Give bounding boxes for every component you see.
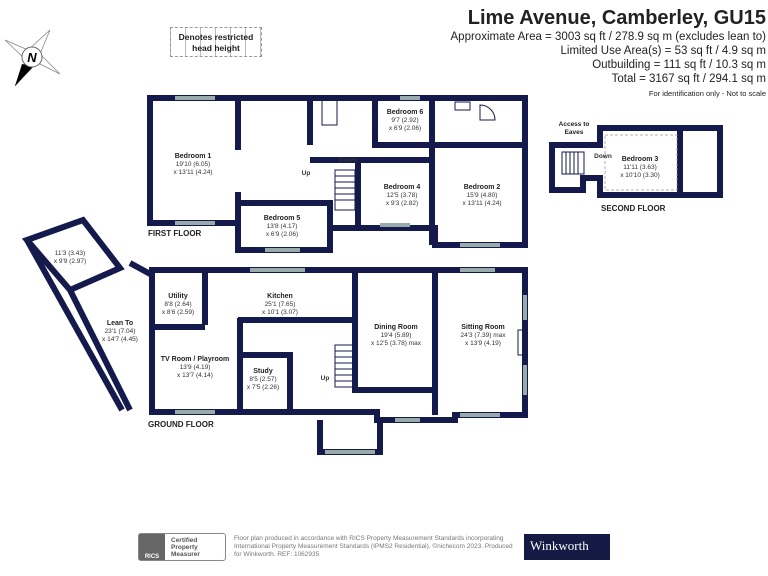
outbuilding-dim2: x 9'9 (2.97) bbox=[54, 258, 86, 265]
dining-dim2: x 12'5 (3.78) max bbox=[371, 340, 422, 347]
bedroom2-dim1: 15'9 (4.80) bbox=[467, 192, 498, 199]
tvroom-name: TV Room / Playroom bbox=[161, 356, 229, 363]
dining-dim1: 19'4 (5.89) bbox=[381, 332, 412, 339]
sitting-name: Sitting Room bbox=[461, 324, 505, 331]
bedroom6-name: Bedroom 6 bbox=[387, 109, 424, 116]
header: Lime Avenue, Camberley, GU15 Approximate… bbox=[451, 6, 766, 100]
bedroom5-dim1: 13'8 (4.17) bbox=[267, 223, 298, 230]
second-floor: Bedroom 3 11'11 (3.63) x 10'10 (3.30) Do… bbox=[549, 121, 723, 213]
approx-area: Approximate Area = 3003 sq ft / 278.9 sq… bbox=[450, 31, 766, 43]
stairs-second bbox=[561, 151, 585, 175]
bedroom4-dim2: x 9'3 (2.82) bbox=[386, 200, 418, 207]
outbuilding-dim1: 11'3 (3.43) bbox=[55, 250, 85, 257]
compass-icon: N bbox=[4, 29, 61, 87]
utility-name: Utility bbox=[168, 293, 188, 300]
stairs-ground bbox=[334, 344, 356, 388]
stairs-up-label-ground: Up bbox=[321, 375, 330, 382]
brand-logo: Winkworth bbox=[524, 534, 610, 560]
bedroom3-dim2: x 10'10 (3.30) bbox=[620, 172, 660, 179]
access-to-eaves-label: Access to Eaves bbox=[558, 121, 590, 136]
first-floor-label: FIRST FLOOR bbox=[148, 229, 202, 238]
rics-logo: RICS bbox=[139, 534, 165, 560]
tvroom-dim2: x 13'7 (4.14) bbox=[177, 372, 213, 379]
dining-name: Dining Room bbox=[374, 324, 418, 331]
outbuilding: 11'3 (3.43) x 9'9 (2.97) Lean To 23'1 (7… bbox=[21, 216, 154, 412]
bedroom1-dim1: 19'10 (6.05) bbox=[176, 161, 211, 168]
bedroom2-name: Bedroom 2 bbox=[464, 184, 501, 191]
ground-floor: Utility 8'8 (2.64) x 8'6 (2.59) Kitchen … bbox=[148, 267, 528, 455]
sitting-dim1: 24'3 (7.39) max bbox=[461, 332, 507, 339]
utility-dim1: 8'8 (2.64) bbox=[164, 301, 191, 308]
outbuilding-area: Outbuilding = 111 sq ft / 10.3 sq m bbox=[592, 59, 766, 71]
bedroom6-dim2: x 6'9 (2.06) bbox=[389, 125, 421, 132]
footer: RICS Certified Property Measurer Floor p… bbox=[138, 533, 610, 561]
leanto-dim2: x 14'7 (4.45) bbox=[102, 336, 138, 343]
bedroom3-dim1: 11'11 (3.63) bbox=[623, 164, 657, 171]
kitchen-dim1: 25'1 (7.65) bbox=[265, 301, 296, 308]
bedroom4-name: Bedroom 4 bbox=[384, 184, 421, 191]
stairs-down-label: Down bbox=[339, 157, 357, 164]
kitchen-dim2: x 10'1 (3.07) bbox=[262, 309, 298, 316]
tvroom-dim1: 13'9 (4.19) bbox=[180, 364, 211, 371]
limited-use-area: Limited Use Area(s) = 53 sq ft / 4.9 sq … bbox=[560, 45, 767, 57]
bedroom6-dim1: 9'7 (2.92) bbox=[391, 117, 418, 124]
study-dim1: 8'5 (2.57) bbox=[249, 376, 276, 383]
compass-north-label: N bbox=[27, 50, 37, 65]
leanto-name: Lean To bbox=[107, 320, 133, 327]
bedroom5-name: Bedroom 5 bbox=[264, 215, 301, 222]
bedroom2-dim2: x 13'11 (4.24) bbox=[462, 200, 501, 207]
kitchen-name: Kitchen bbox=[267, 293, 293, 300]
stairs-down-label-second: Down bbox=[594, 153, 612, 160]
first-floor: Bedroom 1 19'10 (6.05) x 13'11 (4.24) Be… bbox=[147, 95, 528, 253]
bedroom5-dim2: x 6'9 (2.06) bbox=[266, 231, 298, 238]
total-area: Total = 3167 sq ft / 294.1 sq m bbox=[611, 73, 766, 85]
bedroom1-dim2: x 13'11 (4.24) bbox=[173, 169, 212, 176]
sitting-dim2: x 13'9 (4.19) bbox=[465, 340, 501, 347]
rics-badge: RICS Certified Property Measurer bbox=[138, 533, 226, 561]
disclaimer: For identification only - Not to scale bbox=[648, 89, 766, 98]
study-dim2: x 7'5 (2.26) bbox=[247, 384, 279, 391]
bedroom4-dim1: 12'5 (3.78) bbox=[387, 192, 418, 199]
utility-dim2: x 8'6 (2.59) bbox=[162, 309, 194, 316]
stairs-first bbox=[334, 169, 356, 211]
bedroom1-name: Bedroom 1 bbox=[175, 153, 212, 160]
footer-note: Floor plan produced in accordance with R… bbox=[234, 535, 513, 558]
stairs-up-label: Up bbox=[302, 170, 311, 177]
leanto-dim1: 23'1 (7.04) bbox=[105, 328, 136, 335]
bedroom3-name: Bedroom 3 bbox=[622, 156, 659, 163]
restricted-height-legend: Denotes restricted head height bbox=[170, 27, 262, 57]
ground-floor-label: GROUND FLOOR bbox=[148, 420, 214, 429]
study-name: Study bbox=[253, 368, 273, 375]
certified-label: Certified Property Measurer bbox=[171, 536, 200, 558]
second-floor-label: SECOND FLOOR bbox=[601, 204, 666, 213]
property-title: Lime Avenue, Camberley, GU15 bbox=[467, 7, 766, 29]
